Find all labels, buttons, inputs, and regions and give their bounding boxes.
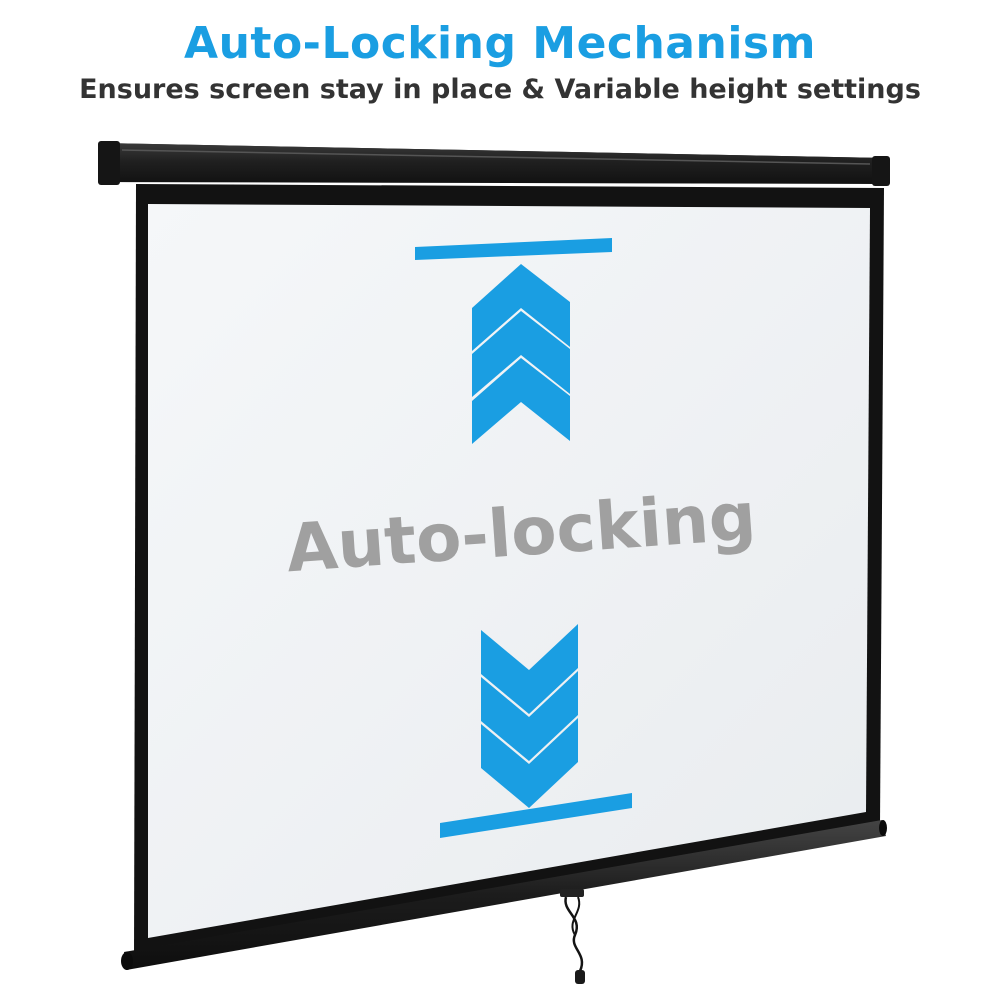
page-title: Auto-Locking Mechanism <box>184 18 816 69</box>
pull-cord-icon <box>560 889 585 984</box>
chevron-down-icon <box>481 624 578 808</box>
page-subtitle: Ensures screen stay in place & Variable … <box>79 74 921 105</box>
chevron-up-icon <box>472 264 570 444</box>
bottom-weight-bar <box>121 820 887 970</box>
top-limit-bar <box>415 238 612 260</box>
screen-surface <box>148 204 870 938</box>
bottom-limit-bar <box>440 793 632 838</box>
top-housing <box>98 141 890 186</box>
